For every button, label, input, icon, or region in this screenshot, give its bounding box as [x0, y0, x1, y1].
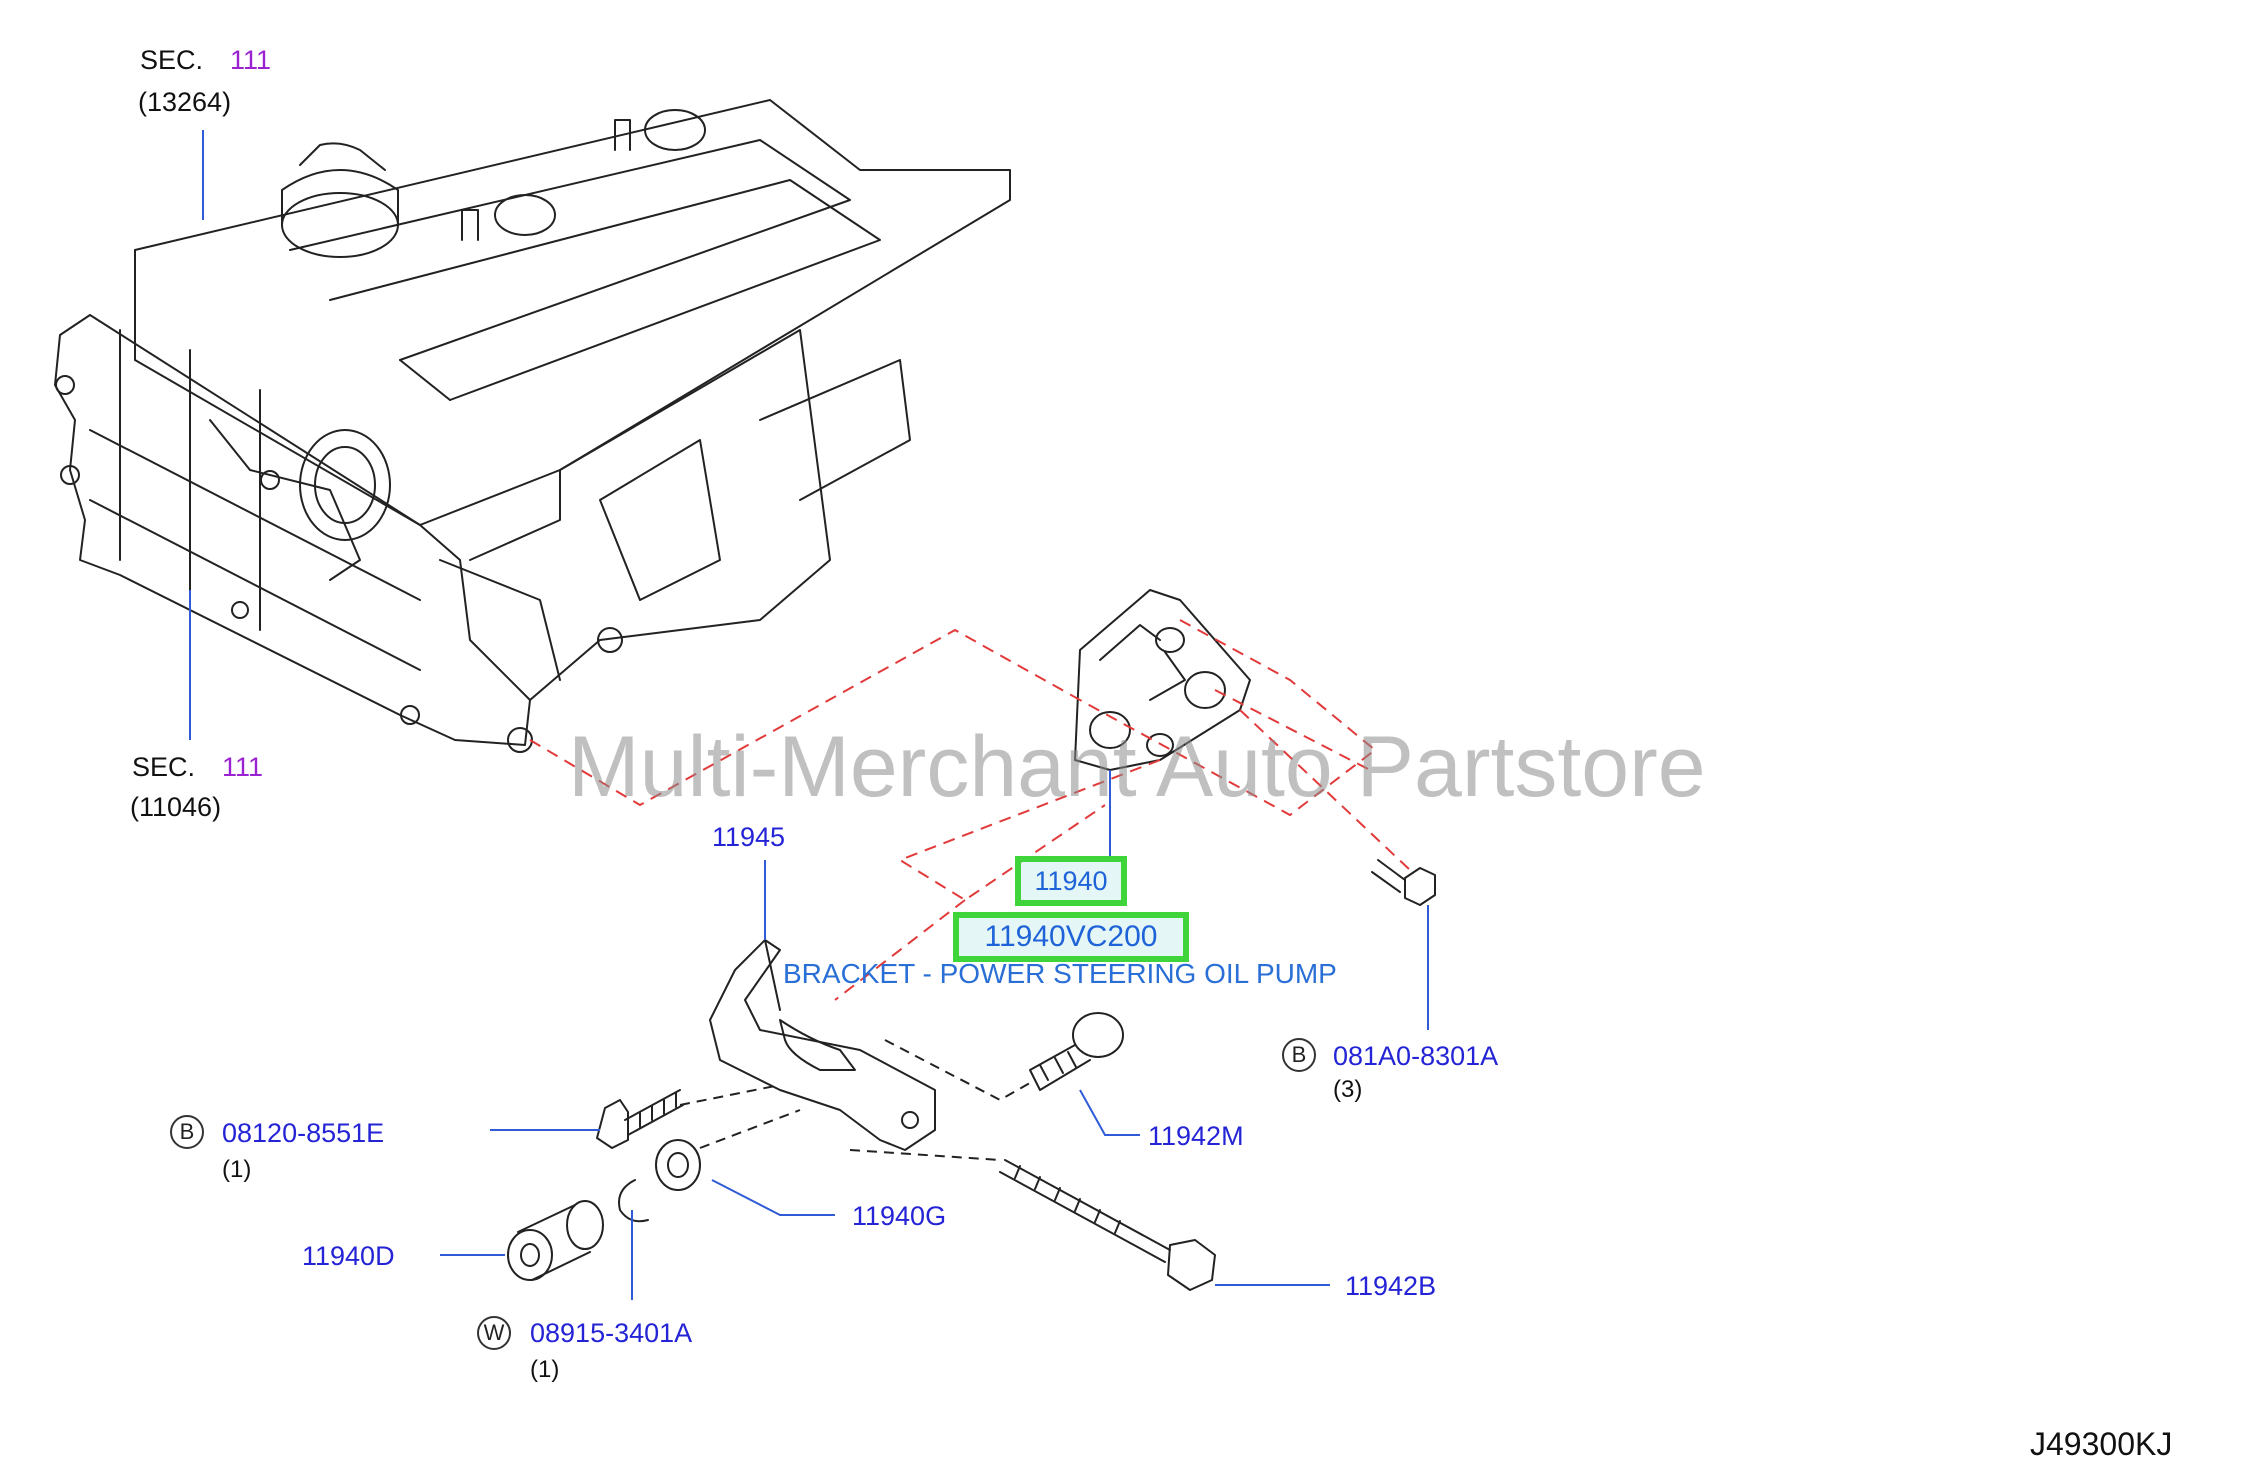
part-11942B[interactable]: 11942B: [1345, 1271, 1437, 1301]
part-11940G[interactable]: 11940G: [852, 1201, 947, 1231]
qty-08120: (1): [222, 1156, 252, 1183]
diagram-code: J49300KJ: [2030, 1426, 2173, 1462]
qty-08915: (1): [530, 1356, 560, 1383]
assembly-dash-lines-black: [679, 1039, 1036, 1161]
assembly-dash-lines: [529, 619, 1411, 1001]
bolt-symbol-circle: B: [1282, 1038, 1316, 1072]
spacer-11940D-drawing: [507, 1200, 604, 1281]
part-08120-8551E[interactable]: 08120-8551E: [222, 1118, 385, 1148]
section-ref-bottom: (11046): [130, 792, 222, 822]
washer-11940G-drawing: [655, 1139, 701, 1191]
washer-symbol-circle: W: [477, 1316, 511, 1350]
section-number-bottom[interactable]: 111: [222, 752, 264, 782]
section-label-top: SEC.: [140, 45, 204, 75]
leader-lines: [189, 130, 1429, 1300]
qty-081A0: (3): [1333, 1076, 1363, 1103]
bolt-11942M-drawing: [1029, 1012, 1124, 1091]
bolt-symbol-circle: B: [170, 1115, 204, 1149]
section-label-bottom: SEC.: [132, 752, 196, 782]
part-11942M[interactable]: 11942M: [1148, 1121, 1244, 1151]
highlight-oem-number[interactable]: 11940VC200: [953, 912, 1189, 962]
part-11945[interactable]: 11945: [712, 822, 786, 852]
bolt-08120-drawing: [596, 1089, 684, 1149]
bracket-11940-drawing: [1074, 589, 1251, 771]
part-081A0-8301A[interactable]: 081A0-8301A: [1333, 1041, 1499, 1071]
clip-08915-drawing: [618, 1179, 649, 1223]
bolt-11942B-drawing: [999, 1159, 1216, 1291]
section-number-top[interactable]: 111: [230, 45, 272, 75]
watermark: Multi-Merchant Auto Partstore: [568, 719, 1706, 815]
section-ref-top: (13264): [138, 87, 232, 117]
highlight-part-number[interactable]: 11940: [1015, 856, 1127, 906]
bracket-11945-drawing: [709, 939, 936, 1151]
part-description: BRACKET - POWER STEERING OIL PUMP: [783, 958, 1337, 989]
part-08915-3401A[interactable]: 08915-3401A: [530, 1318, 693, 1348]
engine-head-drawing: [54, 99, 1011, 753]
part-11940D[interactable]: 11940D: [302, 1241, 395, 1271]
bolt-081A0-drawing: [1371, 859, 1436, 906]
